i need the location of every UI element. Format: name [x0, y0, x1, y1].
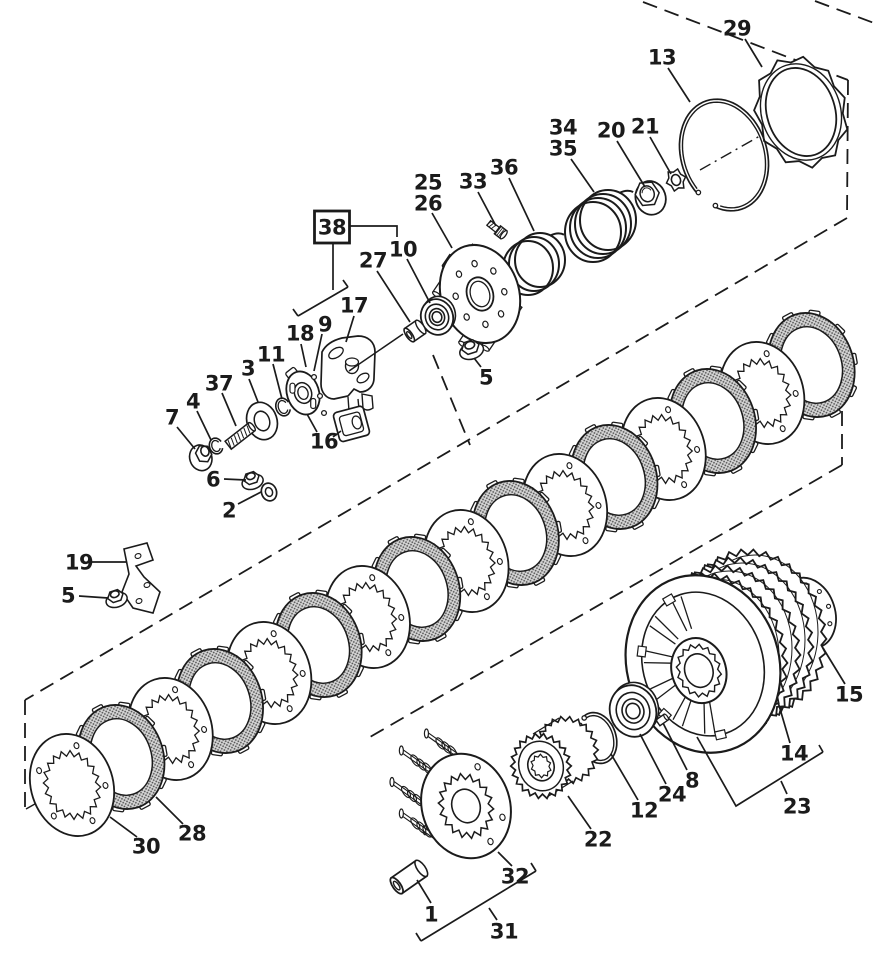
part-20-locknut	[634, 180, 667, 216]
part-10-bearing	[419, 295, 457, 336]
part-label-7: 7	[165, 406, 179, 430]
part-label-13: 13	[648, 46, 676, 70]
part-18-releaseplate	[285, 366, 321, 416]
part-label-29: 29	[723, 17, 751, 41]
part-label-5: 5	[61, 584, 75, 608]
boundary-dashed-lines	[24, 0, 875, 810]
part-8-pin	[654, 713, 670, 727]
part-13-snapring	[678, 98, 770, 212]
link-lines	[348, 333, 404, 372]
part-24-bearing	[608, 681, 660, 738]
part-label-5: 5	[479, 366, 493, 390]
part-label-30: 30	[132, 835, 160, 859]
release-lever	[320, 335, 376, 416]
label-box-38	[313, 209, 351, 245]
part-6-nut	[241, 470, 264, 491]
part-27-bushing	[403, 319, 427, 343]
part-5b-nut	[459, 338, 485, 361]
part-label-2: 2	[222, 499, 236, 523]
part-label-6: 6	[206, 468, 220, 492]
clutch-basket	[624, 548, 828, 754]
part-9-balls	[310, 373, 328, 417]
parts-layer	[105, 55, 849, 895]
part-label-34: 34	[549, 116, 577, 140]
part-22-gear	[509, 715, 600, 800]
part-16-ramp	[332, 405, 371, 443]
leader-lines	[78, 38, 846, 942]
part-label-11: 11	[257, 343, 285, 367]
part-label-15: 15	[835, 683, 863, 707]
part-label-4: 4	[186, 390, 200, 414]
part-33-screw	[485, 219, 508, 240]
part-32-hub	[389, 728, 512, 860]
part-label-25: 25	[414, 171, 442, 195]
part-label-16: 16	[310, 430, 338, 454]
part-1-spacer	[389, 859, 429, 895]
part-label-9: 9	[318, 313, 332, 337]
part-17-lever	[320, 335, 376, 416]
part-25-26-pressureplate	[431, 243, 523, 352]
part-label-10: 10	[389, 238, 417, 262]
clutch-plate-stack	[28, 309, 858, 837]
part-37-stud	[224, 421, 256, 451]
part-2-washer	[260, 482, 278, 502]
part-label-17: 17	[340, 294, 368, 318]
splined-gear	[509, 715, 600, 800]
part-label-27: 27	[359, 249, 387, 273]
part-4-circlip	[208, 437, 224, 455]
part-label-21: 21	[631, 115, 659, 139]
part-label-37: 37	[205, 372, 233, 396]
part-label-31: 31	[490, 920, 518, 944]
part-label-20: 20	[597, 119, 625, 143]
part-label-12: 12	[630, 799, 658, 823]
part-label-38: 38	[318, 216, 346, 240]
part-14-23-basket	[624, 548, 828, 754]
part-19-bracket19	[121, 542, 161, 614]
part-label-32: 32	[501, 865, 529, 889]
part-label-28: 28	[178, 822, 206, 846]
part-label-14: 14	[780, 742, 808, 766]
part-label-3: 3	[241, 357, 255, 381]
part-7-bolt	[188, 444, 213, 472]
part-label-8: 8	[685, 769, 699, 793]
clutch-hub	[389, 728, 512, 860]
part-label-36: 36	[490, 156, 518, 180]
part-34-35-coil	[564, 189, 637, 263]
part-label-18: 18	[286, 322, 314, 346]
part-label-35: 35	[549, 137, 577, 161]
mounting-bracket	[121, 542, 161, 614]
part-label-1: 1	[424, 903, 438, 927]
part-label-33: 33	[459, 170, 487, 194]
part-label-23: 23	[783, 795, 811, 819]
part-label-22: 22	[584, 828, 612, 852]
part-21-clip	[665, 167, 687, 193]
part-29-lockring	[753, 55, 849, 169]
part-label-26: 26	[414, 192, 442, 216]
steel-plate	[28, 733, 116, 837]
part-label-24: 24	[658, 783, 686, 807]
part-label-19: 19	[65, 551, 93, 575]
